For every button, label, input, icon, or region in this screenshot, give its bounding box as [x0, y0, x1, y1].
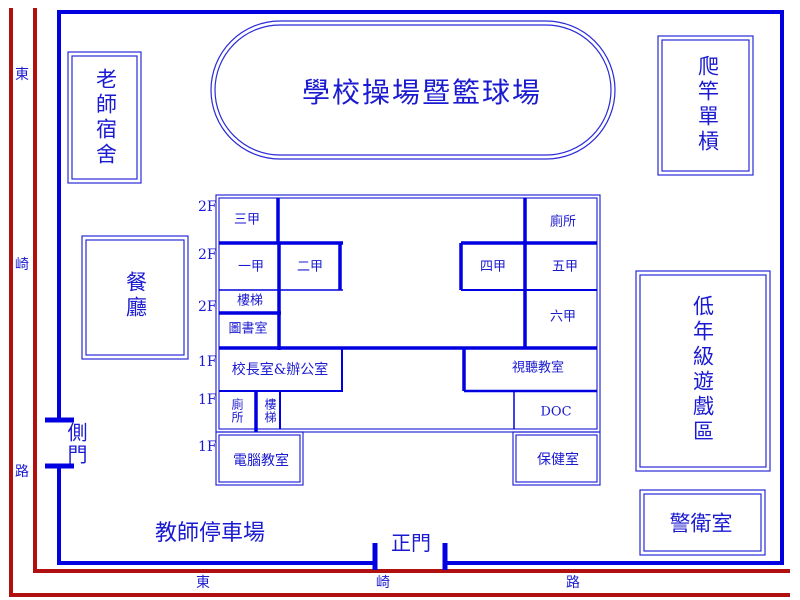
room-toilet-2f: 廁所: [549, 214, 577, 230]
campus-wall: [57, 10, 784, 565]
parking-label: 教師停車場: [154, 521, 266, 546]
floor-label: 2F: [198, 247, 217, 263]
room-grade3: 三甲: [233, 212, 261, 228]
room-computer: 電腦教室: [233, 453, 289, 469]
health-room-border: [512, 431, 601, 486]
room-health: 保健室: [537, 452, 579, 468]
floor-label: 1F: [198, 354, 217, 370]
room-av: 視聽教室: [511, 360, 565, 376]
room-principal-office: 校長室&辦公室: [231, 362, 329, 378]
building-border: [215, 194, 601, 433]
dining-border: [81, 235, 189, 360]
room-grade4: 四甲: [479, 259, 507, 275]
road-label-left-2: 崎: [15, 257, 29, 273]
room-doc: DOC: [540, 404, 572, 420]
climbing-label: 爬竿單槓: [695, 55, 720, 155]
campus-wall-left-bottom: [57, 466, 375, 565]
floor-label: 1F: [198, 392, 217, 408]
room-grade5: 五甲: [551, 259, 579, 275]
main-gate-label: 正門: [391, 531, 431, 555]
junior-play-border: [635, 270, 771, 472]
building-walls: [219, 198, 597, 432]
floor-label: 2F: [198, 299, 217, 315]
floor-label: 1F: [198, 439, 217, 455]
room-toilet-1f: 廁所: [230, 398, 244, 424]
room-library: 圖書室: [228, 321, 268, 337]
junior-play-label: 低年級遊戲區: [690, 295, 715, 445]
teacher-dorm-label: 老師宿舍: [93, 68, 118, 168]
climbing-border: [657, 35, 754, 176]
floor-label: 2F: [198, 199, 217, 215]
room-grade1: 一甲: [237, 259, 265, 275]
teacher-dorm-border: [67, 51, 142, 184]
room-stairs-1f: 樓梯: [263, 398, 277, 424]
road-label-left-3: 路: [15, 464, 29, 480]
side-gate-label: 側門: [64, 422, 88, 466]
playground-label: 學校操場暨籃球場: [301, 76, 543, 109]
road-label-left-1: 東: [15, 67, 29, 83]
room-grade2: 二甲: [296, 259, 324, 275]
road-label-bottom-1: 東: [196, 575, 210, 591]
road-label-bottom-3: 路: [566, 575, 580, 591]
guard-label: 警衛室: [669, 511, 733, 536]
road-outer-line: [9, 8, 790, 597]
road-label-bottom-2: 崎: [376, 575, 390, 591]
computer-room-border: [215, 431, 304, 486]
guard-border: [639, 489, 766, 556]
playground-border: [210, 20, 616, 160]
room-grade6: 六甲: [549, 309, 577, 325]
room-stairs-2f: 樓梯: [236, 293, 264, 309]
road-inner-line: [33, 8, 790, 573]
dining-label: 餐廳: [123, 271, 148, 321]
